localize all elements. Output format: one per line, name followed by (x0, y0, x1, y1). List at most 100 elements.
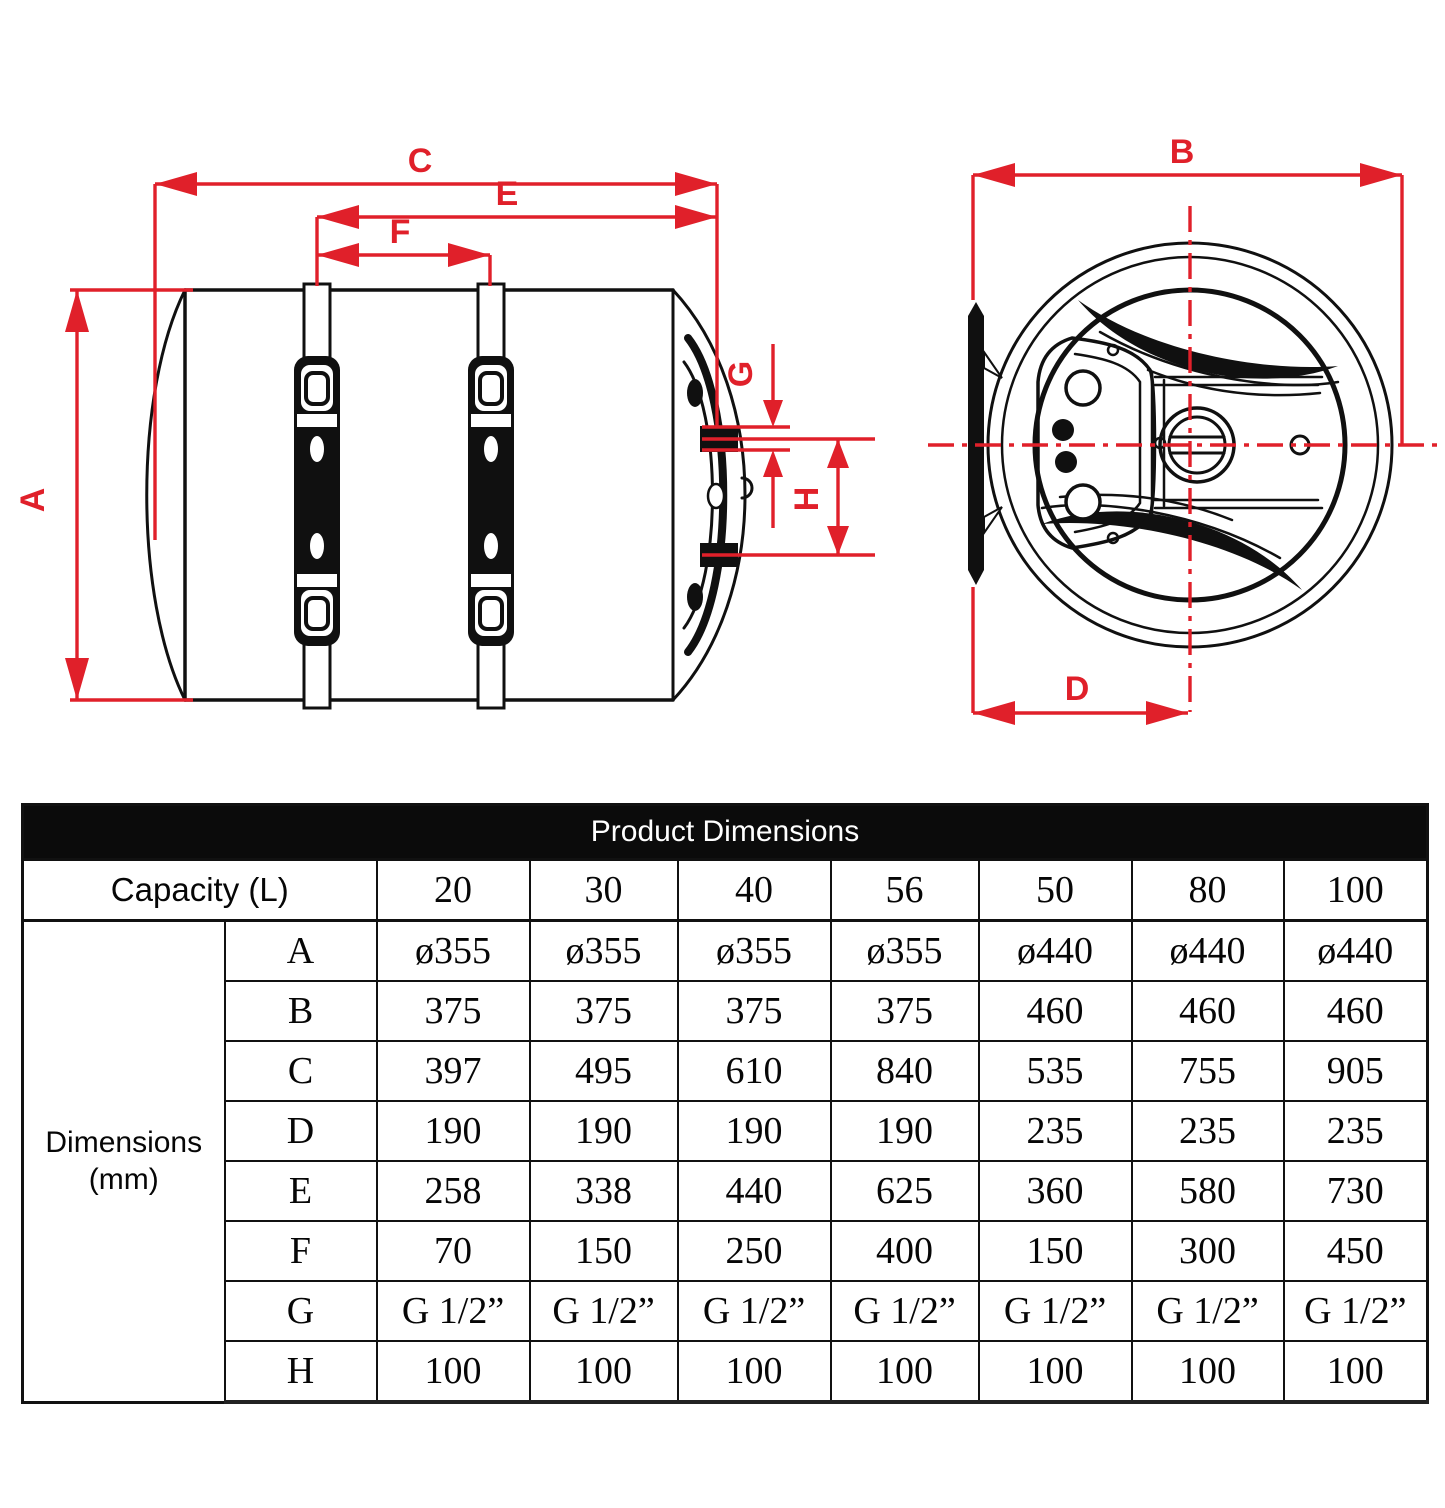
dim-value: 375 (528, 980, 679, 1042)
dim-value: 150 (528, 1220, 679, 1282)
mounting-strap-right (468, 282, 514, 710)
dim-value: 190 (528, 1100, 679, 1162)
dim-value: 360 (977, 1160, 1133, 1222)
dimension-H (702, 439, 875, 557)
row-letter: D (223, 1100, 378, 1162)
dim-value: 375 (375, 980, 531, 1042)
dim-value: 580 (1130, 1160, 1285, 1222)
capacity-value: 100 (1282, 858, 1429, 922)
dimensions-unit: (mm) (88, 1163, 159, 1197)
dim-value: 235 (1282, 1100, 1429, 1162)
dim-label-C: C (408, 142, 433, 180)
dim-value: ø440 (1282, 919, 1429, 982)
row-letter: G (223, 1280, 378, 1342)
dim-value: 100 (1282, 1340, 1429, 1404)
dimension-D (971, 587, 1188, 725)
dim-value: 840 (829, 1040, 980, 1102)
dim-label-E: E (496, 175, 519, 213)
dimension-annotations: C E F A G H B D (14, 133, 1438, 725)
dimensions-label-cell: Dimensions (mm) (21, 919, 226, 1403)
dim-value: 100 (676, 1340, 832, 1404)
table-row-D: D 190 190 190 190 235 235 235 (23, 1100, 1429, 1162)
bolt-hole (1064, 369, 1102, 407)
table-row-G: G G 1/2” G 1/2” G 1/2” G 1/2” G 1/2” G 1… (23, 1280, 1429, 1342)
table-row-C: C 397 495 610 840 535 755 905 (23, 1040, 1429, 1102)
dim-value: 150 (977, 1220, 1133, 1282)
dim-value: G 1/2” (528, 1280, 679, 1342)
dim-value: 535 (977, 1040, 1133, 1102)
dim-label-F: F (390, 213, 411, 251)
dim-label-A: A (14, 488, 52, 513)
dim-value: 905 (1282, 1040, 1429, 1102)
row-letter: F (223, 1220, 378, 1282)
dim-value: 300 (1130, 1220, 1285, 1282)
dim-value: ø440 (977, 919, 1133, 982)
dim-value: 70 (375, 1220, 531, 1282)
dim-value: 235 (1130, 1100, 1285, 1162)
product-dimensions-table: Product Dimensions Capacity (L) 20 30 40… (20, 803, 1430, 1404)
terminal-dot (1052, 419, 1074, 441)
dim-value: 610 (676, 1040, 832, 1102)
dim-value: 450 (1282, 1220, 1429, 1282)
capacity-label: Capacity (L) (21, 858, 378, 922)
dim-value: 100 (977, 1340, 1133, 1404)
dim-value: 460 (1130, 980, 1285, 1042)
dim-value: 100 (528, 1340, 679, 1404)
dim-value: G 1/2” (977, 1280, 1133, 1342)
dimension-A (65, 288, 193, 702)
dim-value: 375 (829, 980, 980, 1042)
dim-value: 755 (1130, 1040, 1285, 1102)
table-row-E: E 258 338 440 625 360 580 730 (23, 1160, 1429, 1222)
table-row-B: B 375 375 375 375 460 460 460 (23, 980, 1429, 1042)
capacity-value: 80 (1130, 858, 1285, 922)
capacity-value: 40 (676, 858, 832, 922)
dim-value: ø440 (1130, 919, 1285, 982)
dimension-E (315, 205, 717, 286)
bolt-hole (1064, 483, 1102, 521)
centerlines (928, 206, 1438, 712)
dim-value: 460 (1282, 980, 1429, 1042)
dim-label-H: H (788, 487, 826, 512)
mounting-strap-left (294, 282, 340, 710)
row-letter: A (223, 919, 378, 982)
dim-value: 460 (977, 980, 1133, 1042)
dim-label-B: B (1170, 133, 1195, 171)
dim-value: 400 (829, 1220, 980, 1282)
dim-value: ø355 (676, 919, 832, 982)
dim-value: G 1/2” (1282, 1280, 1429, 1342)
dim-value: 338 (528, 1160, 679, 1222)
table-row-F: F 70 150 250 400 150 300 450 (23, 1220, 1429, 1282)
terminal-dot (1055, 451, 1077, 473)
table-row-A: Dimensions (mm) A ø355 ø355 ø355 ø355 ø4… (21, 919, 1429, 1403)
row-letter: C (223, 1040, 378, 1102)
capacity-value: 20 (375, 858, 531, 922)
dim-value: 440 (676, 1160, 832, 1222)
dim-value: 397 (375, 1040, 531, 1102)
table-title: Product Dimensions (20, 803, 1430, 861)
dim-value: 100 (829, 1340, 980, 1404)
dim-value: G 1/2” (1130, 1280, 1285, 1342)
table-row-H: H 100 100 100 100 100 100 100 (23, 1340, 1429, 1404)
row-letter: E (223, 1160, 378, 1222)
dim-value: ø355 (528, 919, 679, 982)
dim-value: 235 (977, 1100, 1133, 1162)
dimension-F (317, 243, 490, 267)
dim-label-G: G (722, 361, 760, 387)
table-header-row: Product Dimensions (20, 803, 1430, 861)
dim-value: 375 (676, 980, 832, 1042)
element-cover-plate (1036, 336, 1324, 550)
dim-value: G 1/2” (676, 1280, 832, 1342)
technical-drawing: C E F A G H B D (14, 133, 1438, 725)
dim-value: 730 (1282, 1160, 1429, 1222)
dim-value: ø355 (829, 919, 980, 982)
capacity-value: 30 (528, 858, 679, 922)
dim-value: 100 (1130, 1340, 1285, 1404)
capacity-value: 56 (829, 858, 980, 922)
dim-value: 190 (829, 1100, 980, 1162)
dim-value: G 1/2” (829, 1280, 980, 1342)
dim-value: 258 (375, 1160, 531, 1222)
row-letter: B (223, 980, 378, 1042)
dim-value: 190 (375, 1100, 531, 1162)
dim-label-D: D (1065, 670, 1090, 708)
